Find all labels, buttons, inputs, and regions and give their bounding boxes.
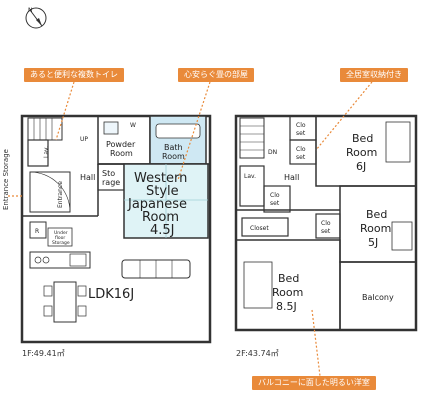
f2-closet-d-label-2: set (321, 228, 331, 235)
f1-bath-label-2: Room (162, 152, 185, 161)
f2-closet-a-label-1: Clo (296, 122, 306, 129)
f1-western-label-4: Room (142, 210, 179, 225)
f2-dn-label: DN (268, 149, 277, 156)
f1-bath-label-1: Bath (164, 143, 183, 152)
f1-storage-label-1: Sto (102, 169, 115, 178)
f2-lav-label: Lav. (244, 173, 256, 180)
f2-bed85-label-2: Room (272, 286, 303, 299)
f2-closet-a-label-2: set (296, 130, 306, 137)
f2-bed6-label-2: Room (346, 146, 377, 159)
f1-entrance-label: Entrance (57, 181, 64, 208)
f1-ldk-label: LDK16J (88, 287, 134, 302)
compass-icon (25, 7, 47, 29)
f2-bed5-label-1: Bed (366, 208, 387, 221)
f2-bed5-label-2: Room (360, 222, 391, 235)
callout-leaders (8, 81, 373, 377)
f1-lav-label: Lav. (43, 146, 50, 158)
floor1-plan (20, 114, 212, 344)
f1-powder-label-2: Room (110, 149, 133, 158)
f1-underfloor-label-1: Under (54, 230, 68, 236)
f2-closet-d-label-1: Clo (321, 220, 331, 227)
f1-western-label-5: 4.5J (150, 223, 175, 238)
entrance-storage-side-label: Entrance Storage (2, 149, 10, 210)
f2-bed85-label-1: Bed (278, 272, 299, 285)
f2-closet-b-label-1: Clo (296, 146, 306, 153)
f1-western-label-3: Japanese (127, 197, 187, 212)
f2-balcony-label: Balcony (362, 293, 394, 302)
f1-r-label: R (35, 228, 39, 235)
callout-toilet: あると便利な複数トイレ (24, 68, 124, 82)
f1-hall-label: Hall (80, 173, 95, 182)
f1-western-label-2: Style (146, 184, 179, 199)
f1-powder-label-1: Powder (106, 140, 136, 149)
f2-bed6-label-3: 6J (356, 160, 366, 173)
f1-storage-label-2: rage (102, 178, 120, 187)
f2-closet-e-label: Closet (250, 225, 269, 232)
f2-hall-label: Hall (284, 173, 299, 182)
callout-tatami: 心安らぐ畳の部屋 (178, 68, 254, 82)
callout-balcony: バルコニーに面した明るい洋室 (252, 376, 376, 390)
f1-w-label: W (130, 122, 136, 129)
floor1-area: 1F:49.41㎡ (22, 349, 65, 358)
f2-bed6-label-1: Bed (352, 132, 373, 145)
callout-closet: 全居室収納付き (340, 68, 408, 82)
compass-label: N (28, 7, 33, 14)
f2-closet-b-label-2: set (296, 154, 306, 161)
f1-underfloor-label-2: floor (55, 235, 65, 241)
f2-closet-c-label-2: set (270, 200, 280, 207)
f2-closet-c-label-1: Clo (270, 192, 280, 199)
floor2-area: 2F:43.74㎡ (236, 349, 279, 358)
floor2-plan (234, 114, 418, 332)
f2-bed85-label-3: 8.5J (276, 300, 297, 313)
f1-underfloor-label-3: Storage (52, 240, 70, 246)
f1-western-label-1: Western (134, 171, 187, 186)
f1-up-label: UP (80, 136, 88, 143)
f2-bed5-label-3: 5J (368, 236, 378, 249)
